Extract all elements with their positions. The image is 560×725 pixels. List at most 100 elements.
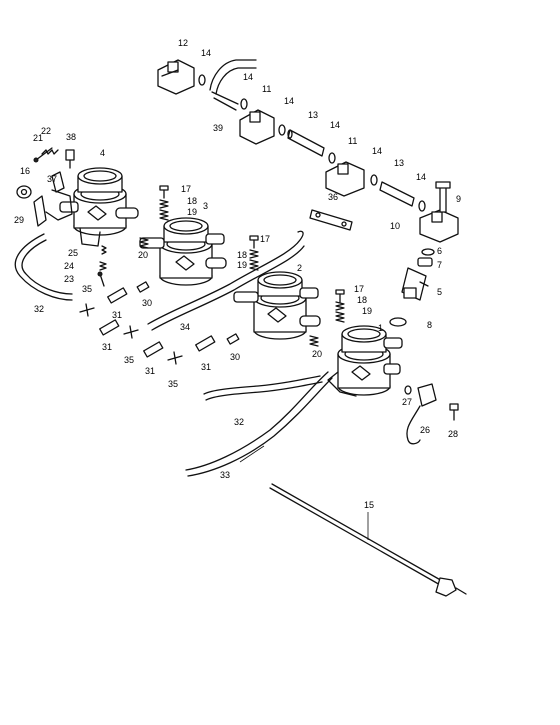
callout-label: 22 <box>41 126 51 136</box>
callout-label: 26 <box>420 425 430 435</box>
callout-label: 30 <box>142 298 152 308</box>
hose-32-right <box>203 375 323 401</box>
callout-label: 33 <box>220 470 230 480</box>
callout-label: 25 <box>68 248 78 258</box>
t-joint-35b <box>123 325 139 339</box>
spring-19b <box>249 259 259 271</box>
callout-label: 14 <box>284 96 294 106</box>
callout-label: 36 <box>328 192 338 202</box>
callout-label: 32 <box>234 417 244 427</box>
screw-38 <box>65 149 75 169</box>
spring-18a <box>159 199 169 209</box>
throttle-body-3 <box>139 217 227 286</box>
callout-label: 17 <box>354 284 364 294</box>
callout-label: 10 <box>390 221 400 231</box>
throttle-body-1 <box>327 325 403 397</box>
callout-label: 34 <box>180 322 190 332</box>
o-ring-14b <box>240 98 248 110</box>
o-ring-27 <box>404 385 412 395</box>
callout-label: 4 <box>100 148 105 158</box>
callout-label: 35 <box>124 355 134 365</box>
o-ring-14a <box>198 74 206 86</box>
hose-33 <box>185 371 333 477</box>
callout-label: 11 <box>348 136 357 146</box>
callout-label: 31 <box>102 342 112 352</box>
callout-label: 32 <box>34 304 44 314</box>
screw-21 <box>33 147 53 163</box>
spring-24 <box>99 261 107 271</box>
callout-label: 6 <box>437 246 442 256</box>
callout-label: 35 <box>82 284 92 294</box>
callout-label: 18 <box>357 295 367 305</box>
callout-label: 15 <box>364 500 374 510</box>
callout-label: 5 <box>437 287 442 297</box>
callout-label: 18 <box>237 250 247 260</box>
hose-32-left <box>14 233 73 301</box>
callout-label: 37 <box>47 174 57 184</box>
callout-label: 31 <box>112 310 122 320</box>
callout-label: 12 <box>178 38 188 48</box>
spring-18c <box>335 301 345 311</box>
callout-label: 13 <box>394 158 404 168</box>
spring-19c <box>335 311 345 323</box>
callout-label: 13 <box>308 110 318 120</box>
screw-17c <box>335 289 345 303</box>
callout-labels: 1 2 3 4 5 6 7 8 9 10 11 11 12 13 13 14 1… <box>14 38 461 510</box>
spring-25 <box>101 245 107 255</box>
joint-30a <box>136 281 150 293</box>
callout-label: 27 <box>402 397 412 407</box>
bolt-9 <box>435 181 451 213</box>
joint-30b <box>226 333 240 345</box>
callout-label: 14 <box>243 72 253 82</box>
screw-23 <box>97 271 105 287</box>
sensor-26 <box>406 383 437 445</box>
callout-label: 14 <box>416 172 426 182</box>
callout-label: 9 <box>456 194 461 204</box>
fuel-pipe-13b <box>379 181 415 207</box>
callout-label: 16 <box>20 166 30 176</box>
spring-19a <box>159 209 169 221</box>
t-joint-35a <box>79 303 95 317</box>
callout-label: 14 <box>330 120 340 130</box>
callout-label: 17 <box>181 184 191 194</box>
cushion-7 <box>417 257 433 267</box>
o-ring-14e <box>370 174 378 186</box>
link-37 <box>51 171 65 193</box>
callout-label: 17 <box>260 234 270 244</box>
callout-label: 28 <box>448 429 458 439</box>
screw-17a <box>159 185 169 199</box>
callout-label: 11 <box>262 84 271 94</box>
callout-label: 31 <box>201 362 211 372</box>
o-ring-14f <box>418 200 426 212</box>
spring-22 <box>41 149 59 155</box>
hose-31b <box>99 319 120 336</box>
o-ring-6 <box>421 248 435 256</box>
callout-label: 31 <box>145 366 155 376</box>
callout-label: 19 <box>237 260 247 270</box>
callout-label: 8 <box>427 320 432 330</box>
callout-label: 20 <box>138 250 148 260</box>
callout-label: 2 <box>297 263 302 273</box>
fuel-fitting-11b <box>325 161 365 197</box>
callout-label: 3 <box>203 201 208 211</box>
spring-18b <box>249 249 259 259</box>
callout-label: 23 <box>64 274 74 284</box>
callout-label: 30 <box>230 352 240 362</box>
long-rod <box>269 483 467 597</box>
injector-5 <box>401 267 429 301</box>
screw-28 <box>449 403 459 421</box>
callout-label: 1 <box>378 323 383 333</box>
hose-39 <box>209 59 257 111</box>
callout-label: 14 <box>372 146 382 156</box>
hose-31c <box>143 341 164 358</box>
hose-31a <box>107 287 128 304</box>
o-ring-14c <box>278 124 286 136</box>
throttle-body-2 <box>233 271 321 340</box>
spring-20a <box>139 237 149 249</box>
fuel-fitting-11a <box>239 109 275 145</box>
spring-20b <box>309 335 319 347</box>
callout-label: 21 <box>33 133 43 143</box>
hose-31d <box>195 335 216 352</box>
hose-34 <box>147 230 305 331</box>
